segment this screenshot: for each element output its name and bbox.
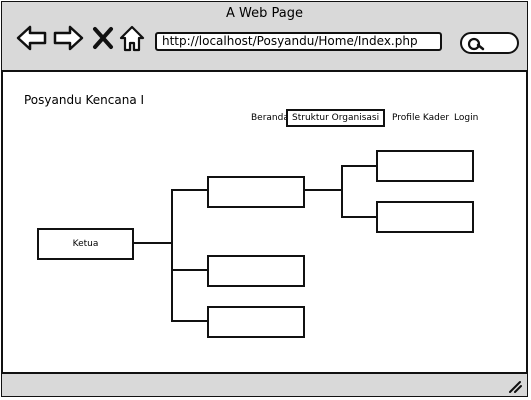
nav-login[interactable]: Login [454,113,479,123]
window-title: A Web Page [226,6,303,21]
forward-arrow-icon[interactable] [52,24,84,52]
connector-line [171,269,208,271]
status-bar [2,372,527,396]
connector-line [341,165,343,217]
connector-line [171,320,208,322]
org-box-level1-a [207,176,305,208]
org-box-level1-b [207,255,305,287]
nav-profile-kader[interactable]: Profile Kader [392,113,450,123]
connector-line [341,216,377,218]
home-icon[interactable] [118,24,146,52]
connector-line [304,189,342,191]
connector-line [171,189,208,191]
site-title: Posyandu Kencana I [24,93,145,107]
search-box[interactable] [460,32,519,54]
connector-line [341,165,377,167]
search-icon [467,37,485,51]
resize-grip-icon[interactable] [507,379,523,393]
browser-toolbar: A Web Page http://localhost/Posyandu/Hom… [2,2,527,72]
org-box-level2-a [376,150,474,182]
connector-line [134,242,172,244]
nav-beranda[interactable]: Beranda [251,113,289,123]
close-icon[interactable] [92,24,114,52]
nav-struktur-organisasi[interactable]: Struktur Organisasi [286,109,386,127]
url-input[interactable]: http://localhost/Posyandu/Home/Index.php [155,32,442,51]
back-arrow-icon[interactable] [16,24,48,52]
org-box-level2-b [376,201,474,233]
org-box-level1-c [207,306,305,338]
connector-line [171,189,173,321]
page-content: Posyandu Kencana I Beranda Struktur Orga… [2,72,527,372]
org-box-ketua: Ketua [37,228,134,260]
